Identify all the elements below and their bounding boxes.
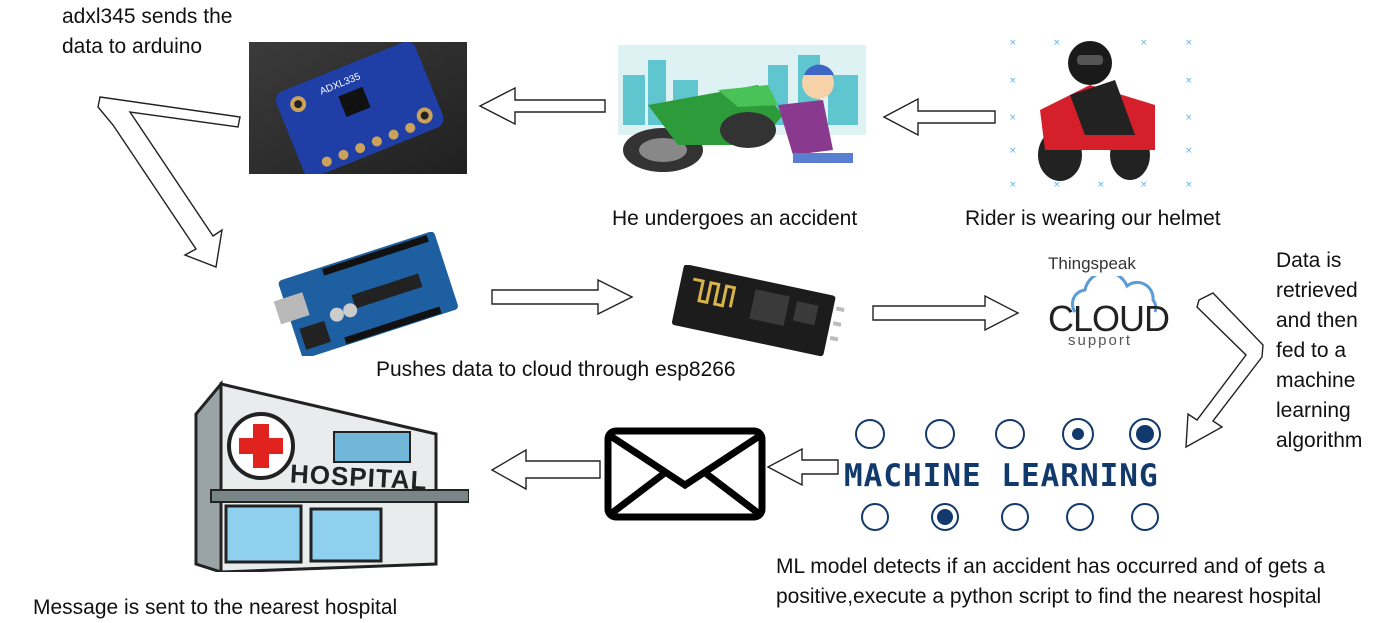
- rider-helmet-image: × × × × × × × × × × × × × × ×: [1005, 35, 1200, 190]
- retrieve-caption-line: algorithm: [1276, 429, 1363, 452]
- retrieve-caption-line: Data is: [1276, 249, 1342, 272]
- svg-text:×: ×: [1009, 180, 1017, 190]
- svg-text:×: ×: [1140, 38, 1148, 48]
- ml-caption: ML model detects if an accident has occu…: [776, 552, 1325, 612]
- arrow-cloud-to-ml: [1185, 292, 1264, 449]
- retrieve-caption-line: retrieved: [1276, 279, 1358, 302]
- helmet-caption: Rider is wearing our helmet: [965, 207, 1221, 230]
- machine-learning-image: MACHINE LEARNING: [830, 412, 1190, 542]
- retrieve-caption-line: learning: [1276, 399, 1351, 422]
- svg-text:×: ×: [1053, 38, 1061, 48]
- esp8266-image: [664, 264, 849, 377]
- ml-caption-line: positive,execute a python script to find…: [776, 585, 1322, 608]
- arrow-arduino-to-esp: [491, 278, 634, 316]
- ml-banner-title: MACHINE LEARNING: [844, 458, 1159, 494]
- arrow-esp-to-cloud: [872, 294, 1020, 332]
- retrieve-caption-line: machine: [1276, 369, 1356, 392]
- cloud-logo-top-text: Thingspeak: [1048, 254, 1136, 273]
- svg-text:×: ×: [1009, 113, 1017, 123]
- arduino-image: [272, 231, 464, 359]
- arrow-adxl-to-arduino: [97, 96, 241, 268]
- accident-caption: He undergoes an accident: [612, 207, 858, 230]
- motorbike: [623, 85, 783, 172]
- svg-text:×: ×: [1185, 38, 1193, 48]
- thingspeak-cloud-logo: Thingspeak CLOUD support: [1042, 250, 1187, 355]
- hospital-caption: Message is sent to the nearest hospital: [33, 596, 398, 619]
- svg-text:×: ×: [1097, 180, 1105, 190]
- hospital-image: HOSPITAL: [186, 374, 470, 575]
- retrieve-caption: Data is retrieved and then fed to a mach…: [1276, 246, 1362, 456]
- adxl-caption: adxl345 sends the data to arduino: [62, 2, 232, 62]
- arrow-email-to-hospital: [490, 448, 601, 491]
- svg-text:×: ×: [1185, 76, 1193, 86]
- svg-text:×: ×: [1185, 113, 1193, 123]
- retrieve-caption-line: and then: [1276, 309, 1358, 332]
- svg-text:×: ×: [1053, 180, 1061, 190]
- svg-text:×: ×: [1185, 146, 1193, 156]
- retrieve-caption-line: fed to a: [1276, 339, 1347, 362]
- cloud-logo-main-text: CLOUD: [1048, 298, 1170, 339]
- svg-text:×: ×: [1009, 76, 1017, 86]
- svg-text:×: ×: [1185, 180, 1193, 190]
- rider: [778, 64, 853, 163]
- accident-image: [618, 45, 866, 180]
- adxl-sensor-image: ADXL335: [249, 41, 467, 178]
- cloud-logo-bottom-text: support: [1068, 332, 1133, 349]
- adxl-caption-line: adxl345 sends the: [62, 5, 233, 28]
- ml-caption-line: ML model detects if an accident has occu…: [776, 555, 1326, 578]
- email-envelope-icon: [604, 427, 766, 521]
- arrow-helmet-to-accident: [882, 97, 996, 137]
- adxl-caption-line: data to arduino: [62, 35, 203, 58]
- svg-text:×: ×: [1009, 38, 1017, 48]
- push-caption: Pushes data to cloud through esp8266: [376, 358, 736, 381]
- arrow-ml-to-email: [766, 447, 839, 487]
- svg-text:×: ×: [1140, 180, 1148, 190]
- red-cross-icon: [239, 424, 283, 468]
- cloud-icon: [1070, 276, 1158, 313]
- arrow-accident-to-adxl: [478, 86, 606, 126]
- svg-text:×: ×: [1009, 146, 1017, 156]
